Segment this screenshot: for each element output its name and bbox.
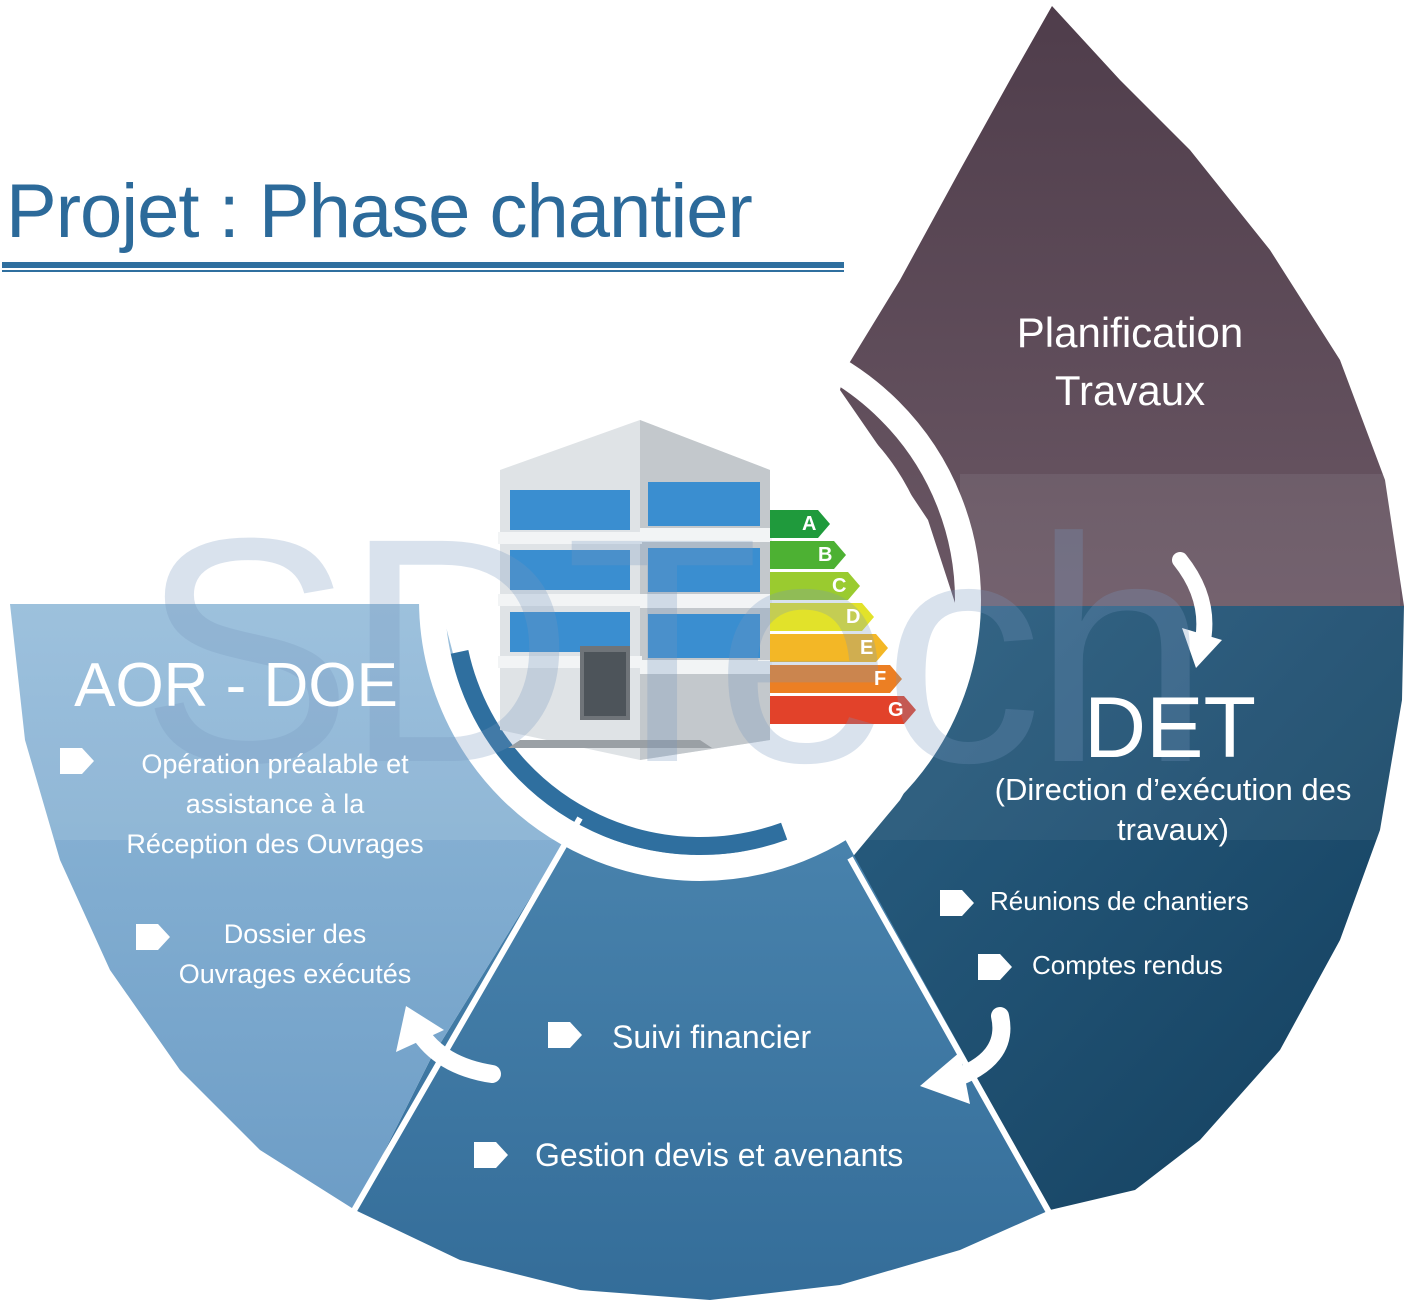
planification-heading: Planification Travaux: [960, 304, 1300, 420]
energy-letter-c: C: [832, 575, 847, 597]
det-item-reunions: Réunions de chantiers: [990, 886, 1249, 916]
aor-item-operation-line-3: Réception des Ouvrages: [126, 829, 424, 859]
bullet-tag-icon: [474, 1142, 508, 1168]
energy-letter-e: E: [860, 637, 874, 659]
building-icon: [498, 420, 772, 760]
bullet-tag-icon: [136, 924, 170, 950]
energy-letter-g: G: [888, 699, 904, 721]
energy-letter-f: F: [874, 668, 887, 690]
bullet-tag-icon: [548, 1022, 582, 1048]
energy-rating-icon: [770, 510, 916, 724]
bullet-tag-icon: [60, 748, 94, 774]
planification-heading-line-1: Planification: [1016, 309, 1244, 356]
det-subtitle-line-1: (Direction d’exécution des: [994, 772, 1352, 807]
det-subtitle-line-2: travaux): [1117, 812, 1229, 847]
segment-planification-band: [960, 474, 1400, 606]
energy-letter-d: D: [846, 606, 861, 628]
segment-aor: [10, 604, 578, 1210]
separator-2: [349, 816, 583, 1216]
aor-item-dossier: Dossier des Ouvrages exécutés: [150, 914, 440, 994]
separator-1: [847, 856, 1053, 1216]
title-underline-thin: [2, 270, 844, 272]
watermark: SDTech: [140, 471, 1210, 829]
cycle-arrow-head-1: [1182, 628, 1222, 668]
planification-heading-line-2: Travaux: [1054, 367, 1206, 414]
aor-item-operation-line-2: assistance à la: [185, 789, 365, 819]
aor-heading: AOR - DOE: [74, 651, 398, 720]
det-item-comptes-rendus: Comptes rendus: [1032, 950, 1223, 980]
det-subtitle: (Direction d’exécution des travaux): [958, 770, 1388, 850]
inner-ring: [419, 319, 981, 881]
aor-item-dossier-line-2: Ouvrages exécutés: [178, 959, 412, 989]
segment-suivi: [355, 820, 1050, 1300]
suivi-item-devis: Gestion devis et avenants: [535, 1137, 904, 1173]
aor-item-dossier-line-1: Dossier des: [223, 919, 367, 949]
aor-item-operation: Opération préalable et assistance à la R…: [100, 744, 450, 864]
suivi-item-financier: Suivi financier: [612, 1019, 812, 1055]
cycle-arrow-head-2: [920, 1052, 970, 1104]
energy-letter-b: B: [818, 544, 833, 566]
segment-planification: [840, 6, 1404, 606]
aor-item-operation-line-1: Opération préalable et: [141, 749, 409, 779]
det-heading: DET: [1084, 680, 1256, 776]
page-title: Projet : Phase chantier: [6, 169, 753, 254]
cycle-arrow-head-3: [396, 1006, 444, 1052]
title-underline: [2, 262, 844, 268]
bullet-tag-icon: [940, 890, 974, 916]
energy-letter-a: A: [802, 513, 817, 535]
bullet-tag-icon: [978, 954, 1012, 980]
inner-ring-accent: [445, 345, 955, 855]
